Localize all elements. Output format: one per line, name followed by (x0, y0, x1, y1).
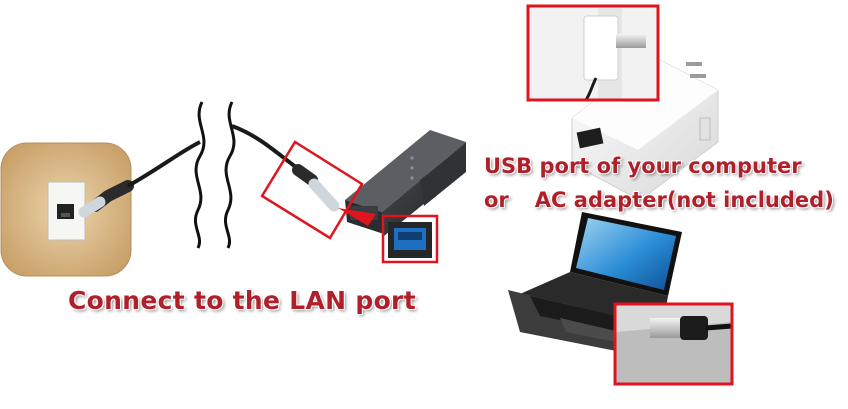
lan-cable-icon (78, 101, 340, 249)
ac-adapter-label: AC adapter(not included) (534, 188, 834, 212)
or-label: or (484, 188, 509, 212)
usb-port-caption: USB port of your computer (484, 154, 802, 178)
usb-plug-icon (613, 302, 734, 386)
laptop-icon (508, 212, 682, 360)
router-icon (345, 130, 466, 258)
wall-jack-icon (0, 142, 132, 277)
usb-plug-icon (526, 4, 660, 102)
lan-port-caption: Connect to the LAN port (68, 286, 416, 315)
arrow-icon (338, 208, 376, 226)
lan-port-highlight (381, 214, 439, 264)
connector-highlight (260, 140, 364, 240)
ac-adapter-caption: or AC adapter(not included) (484, 188, 834, 212)
